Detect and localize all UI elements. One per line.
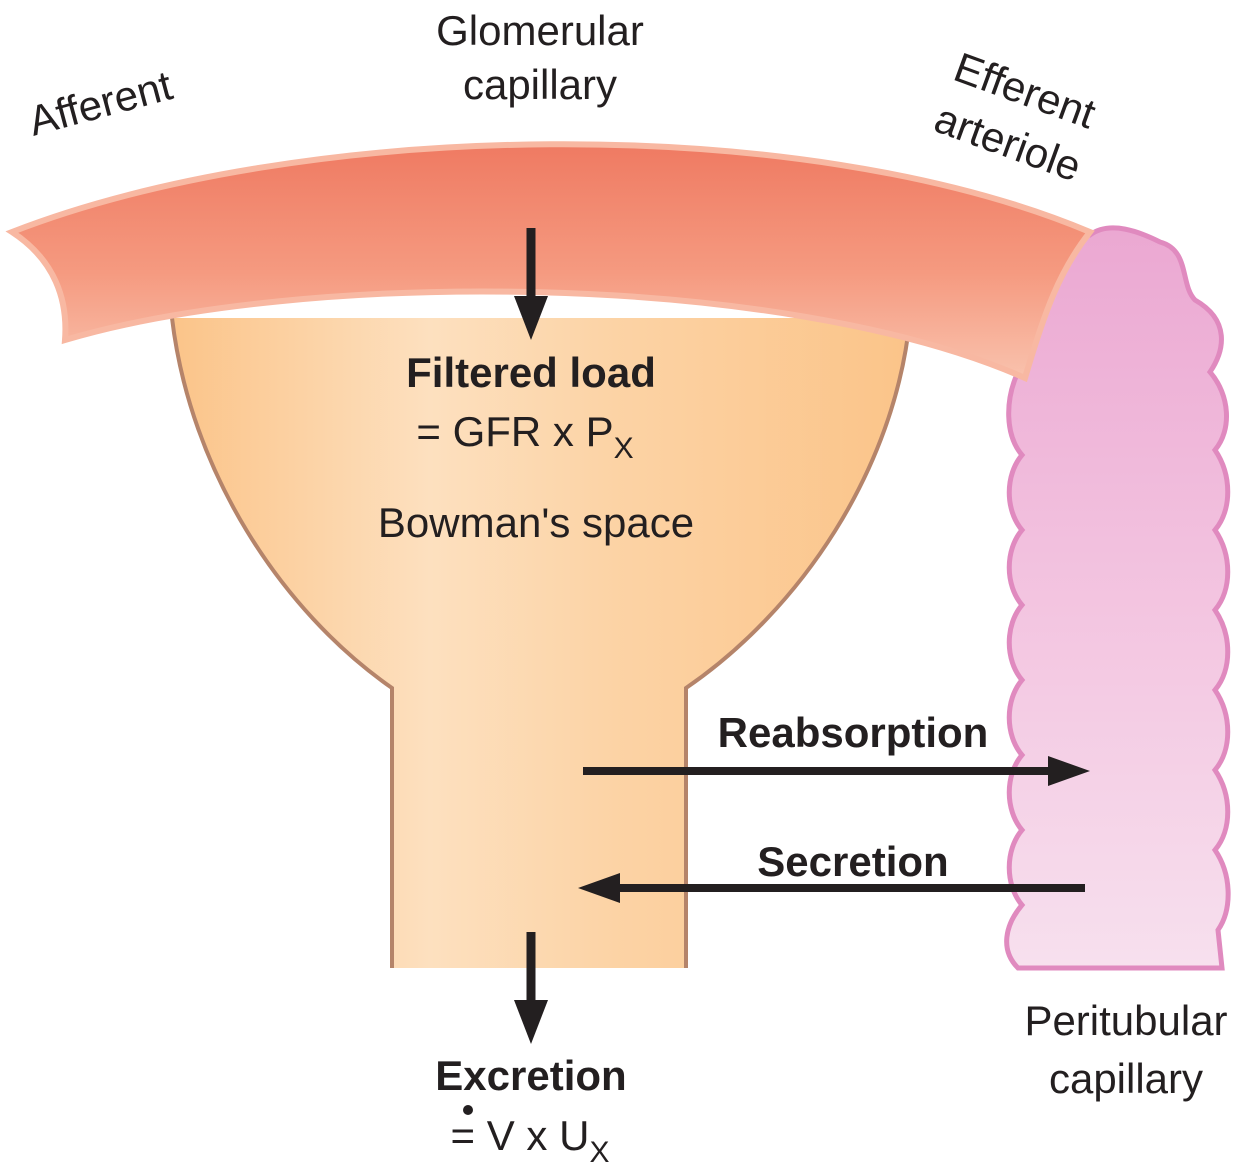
v-dot-symbol: V bbox=[487, 1112, 515, 1159]
filtered-load-subscript: X bbox=[614, 432, 634, 465]
glomerular-capillary-label-line2: capillary bbox=[463, 61, 617, 108]
peritubular-capillary-label-line2: capillary bbox=[1049, 1055, 1203, 1102]
bowmans-space-label: Bowman's space bbox=[378, 499, 694, 546]
v-dot-mark bbox=[463, 1105, 473, 1115]
reabsorption-label: Reabsorption bbox=[718, 709, 989, 756]
excretion-equation: = V x UX bbox=[451, 1112, 610, 1162]
excretion-subscript: X bbox=[589, 1136, 609, 1162]
afferent-label: Afferent bbox=[23, 61, 177, 144]
excretion-title: Excretion bbox=[435, 1052, 626, 1099]
secretion-label: Secretion bbox=[757, 838, 948, 885]
peritubular-capillary-label-line1: Peritubular bbox=[1024, 997, 1227, 1044]
glomerular-capillary-label-line1: Glomerular bbox=[436, 7, 644, 54]
filtered-load-title: Filtered load bbox=[406, 349, 656, 396]
